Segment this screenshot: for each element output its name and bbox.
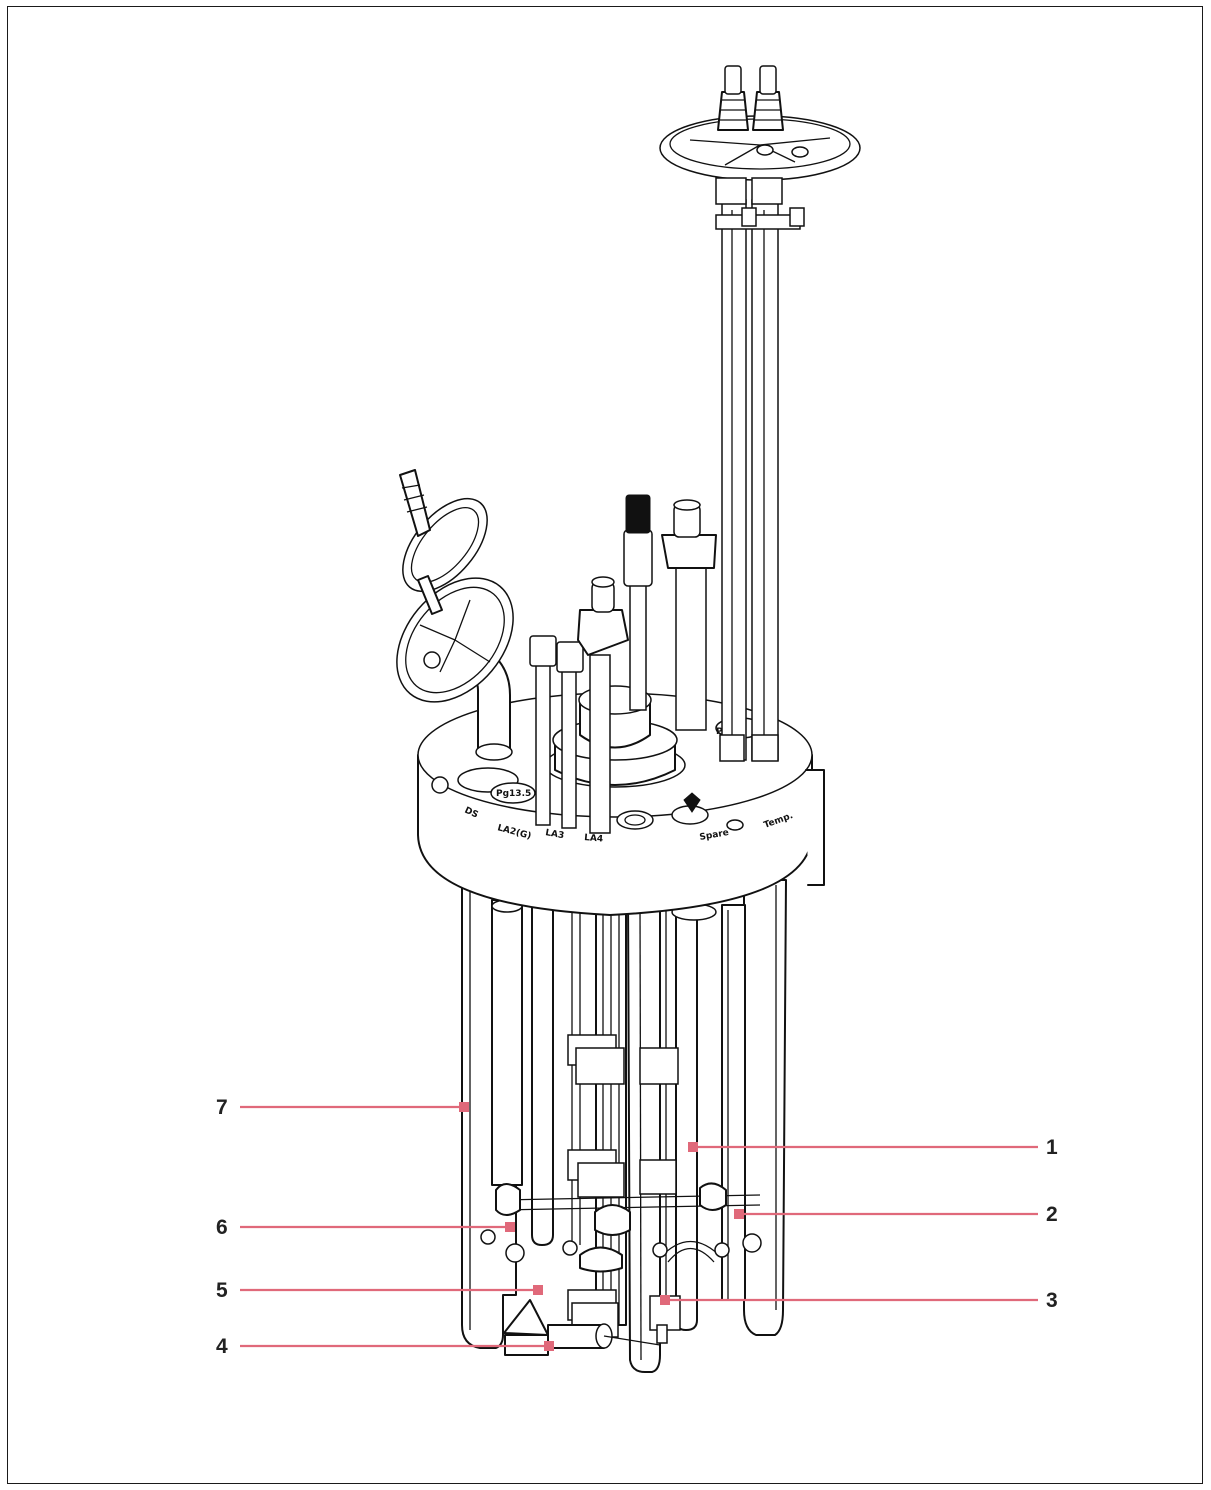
la4-label: LA4 [584, 833, 604, 845]
pg-left-label: Pg13.5 [496, 789, 531, 799]
callout-2: 2 [734, 1203, 1058, 1226]
callout-1-label: 1 [1046, 1136, 1058, 1159]
vessel-frame [461, 879, 787, 1373]
callout-3: 3 [660, 1289, 1058, 1312]
callout-6-label: 6 [216, 1216, 228, 1239]
callout-5: 5 [216, 1279, 543, 1302]
support-ring [480, 1182, 762, 1273]
callout-7: 7 [216, 1096, 469, 1119]
callout-6: 6 [216, 1216, 515, 1239]
callout-1: 1 [688, 1136, 1058, 1159]
la3-label: LA3 [544, 828, 564, 841]
bent-filter-port [396, 469, 514, 761]
callout-5-label: 5 [216, 1279, 228, 1302]
impeller-blades [567, 1034, 681, 1338]
center-tall-tubes [623, 494, 717, 731]
callout-2-label: 2 [1046, 1203, 1058, 1226]
callout-7-label: 7 [216, 1096, 228, 1119]
callout-4-label: 4 [216, 1335, 228, 1358]
callout-3-label: 3 [1046, 1289, 1058, 1312]
callout-4: 4 [216, 1335, 554, 1358]
top-filter-assembly [659, 65, 861, 762]
addition-tubes [529, 576, 629, 834]
